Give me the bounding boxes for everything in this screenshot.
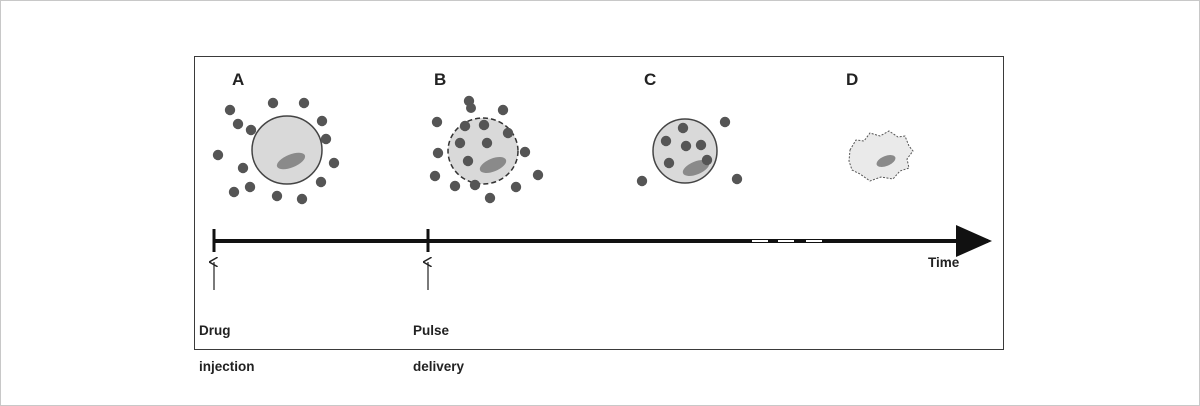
drug-molecule	[663, 157, 675, 169]
stage-d-cell-group	[848, 130, 914, 182]
drug-molecule	[478, 119, 490, 131]
drug-molecule	[449, 180, 461, 192]
drug-molecule	[237, 162, 249, 174]
stage-c-cell-group	[636, 116, 743, 187]
stage-a-nucleus	[276, 152, 306, 170]
stage-a-label: A	[232, 70, 245, 89]
drug-molecule	[212, 149, 224, 161]
stage-d-nucleus	[876, 155, 896, 167]
drug-molecule	[298, 97, 310, 109]
drug-injection-label-line1: Drug	[199, 323, 231, 338]
drug-molecule	[636, 175, 648, 187]
drug-molecule	[267, 97, 279, 109]
drug-molecule	[701, 154, 713, 166]
pulse-delivery-label-line2: delivery	[413, 359, 465, 374]
stage-a-drug-molecules	[212, 97, 340, 205]
timeline	[214, 225, 992, 290]
drug-molecule	[320, 133, 332, 145]
stage-a-cell-group	[212, 97, 340, 205]
drug-molecule	[497, 104, 509, 116]
drug-injection-label: Drug injection	[199, 304, 255, 394]
drug-molecule	[481, 137, 493, 149]
stage-c-drug-molecules	[636, 116, 743, 187]
drug-molecule	[719, 116, 731, 128]
drug-molecule	[660, 135, 672, 147]
figure-frame	[194, 56, 1004, 350]
stage-d-label: D	[846, 70, 859, 89]
drug-molecule	[677, 122, 689, 134]
drug-molecule	[484, 192, 496, 204]
drug-molecule	[502, 127, 514, 139]
time-axis-label: Time	[928, 255, 960, 270]
drug-molecule	[431, 116, 443, 128]
stage-c-nucleus	[682, 160, 710, 176]
drug-molecule	[228, 186, 240, 198]
drug-molecule	[454, 137, 466, 149]
drug-molecule	[695, 139, 707, 151]
drug-molecule	[519, 146, 531, 158]
drug-molecule	[731, 173, 743, 185]
drug-molecule	[244, 181, 256, 193]
drug-molecule	[462, 155, 474, 167]
stage-b-nucleus	[479, 157, 507, 173]
stage-c-label: C	[644, 70, 657, 89]
drug-molecule	[316, 115, 328, 127]
drug-molecule	[510, 181, 522, 193]
drug-molecule	[296, 193, 308, 205]
stage-a-cell	[251, 115, 323, 185]
drug-molecule	[429, 170, 441, 182]
drug-molecule	[328, 157, 340, 169]
drug-molecule	[245, 124, 257, 136]
drug-molecule	[271, 190, 283, 202]
stage-b-cell-group	[429, 95, 544, 204]
drug-molecule	[469, 179, 481, 191]
stage-b-label: B	[434, 70, 447, 89]
drug-molecule	[224, 104, 236, 116]
drug-molecule	[232, 118, 244, 130]
drug-injection-label-line2: injection	[199, 359, 255, 374]
pulse-delivery-label: Pulse delivery	[413, 304, 464, 394]
drug-molecule	[466, 103, 476, 113]
drug-molecule	[315, 176, 327, 188]
drug-molecule	[532, 169, 544, 181]
drug-molecule	[680, 140, 692, 152]
stage-d-cell	[848, 130, 914, 182]
pulse-delivery-label-line1: Pulse	[413, 323, 450, 338]
drug-molecule	[459, 120, 471, 132]
stage-b-drug-molecules	[429, 95, 544, 204]
drug-molecule	[432, 147, 444, 159]
